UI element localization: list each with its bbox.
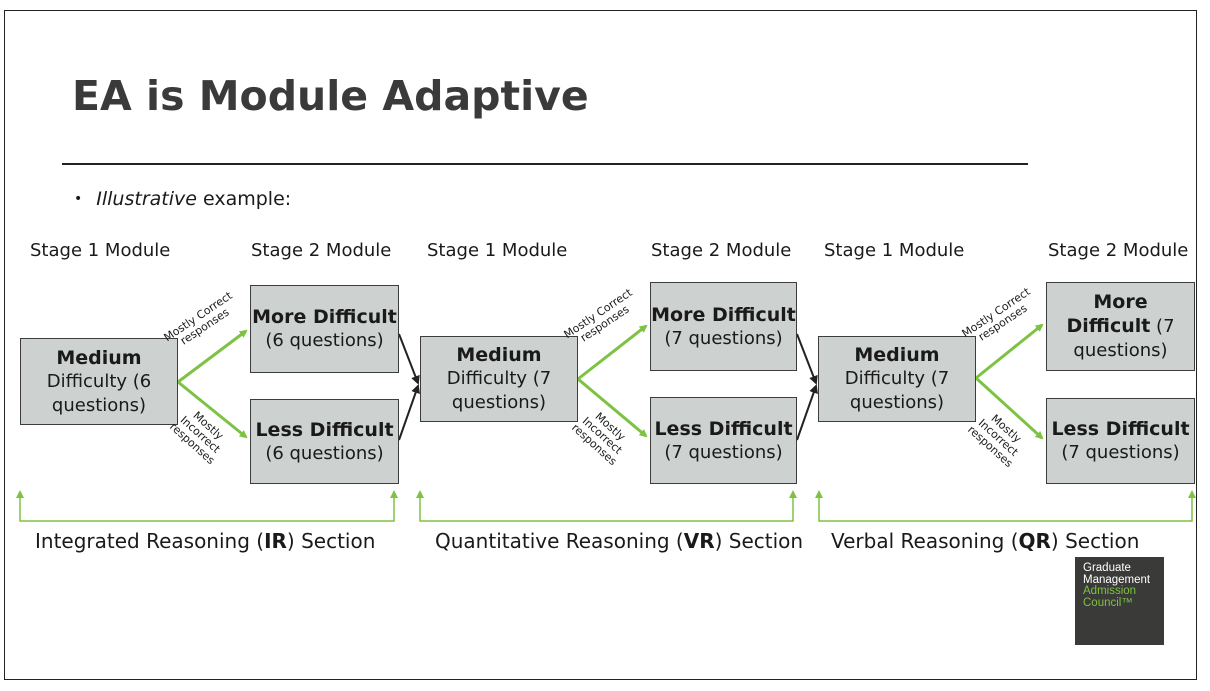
box-text: Difficult (7 (1066, 314, 1174, 339)
section-text: ) Section (1050, 529, 1140, 553)
box-text: questions) (451, 392, 547, 413)
bullet-icon: • (74, 191, 83, 207)
qr-incorrect-arrow (974, 376, 1044, 440)
vr-medium-box: Medium Difficulty (7 questions) (420, 336, 578, 422)
ir-medium-box: Medium Difficulty (6 questions) (20, 338, 178, 425)
vr-section-bracket (419, 496, 794, 522)
title-divider (62, 163, 1028, 165)
box-title: Less Difficult (255, 418, 394, 441)
section-text: ) Section (714, 529, 804, 553)
qr-more-difficult-box: More Difficult (7 questions) (1046, 282, 1195, 371)
slide-frame (4, 10, 1197, 680)
stage1-header-qr: Stage 1 Module (824, 240, 965, 261)
box-title: Less Difficult (654, 417, 793, 440)
section-abbr: QR (1018, 529, 1051, 553)
bullet-italic-text: Illustrative (96, 188, 197, 210)
section-text: ) Section (286, 529, 376, 553)
box-text: (7 (1150, 316, 1175, 337)
gmac-logo: Graduate Management Admission Council™ (1075, 557, 1164, 645)
bullet-point: • Illustrative example: (74, 188, 291, 210)
section-text: Verbal Reasoning ( (831, 529, 1019, 553)
box-text: (6 questions) (265, 330, 384, 351)
ir-section-bracket (19, 496, 395, 522)
stage1-header-vr: Stage 1 Module (427, 240, 568, 261)
section-abbr: VR (683, 529, 715, 553)
box-text: (7 questions) (664, 327, 783, 349)
qr-section-label: Verbal Reasoning (QR) Section (831, 529, 1139, 553)
box-text: Difficulty (7 (446, 368, 552, 389)
stage2-header-vr: Stage 2 Module (651, 240, 792, 261)
logo-text: Council™ (1083, 596, 1133, 609)
qr-medium-box: Medium Difficulty (7 questions) (818, 336, 976, 422)
ir-more-difficult-box: More Difficult (6 questions) (250, 285, 399, 373)
box-text: (7 questions) (664, 441, 783, 463)
stage2-header-qr: Stage 2 Module (1048, 240, 1189, 261)
qr-section-bracket (818, 496, 1193, 522)
qr-correct-arrow (975, 323, 1044, 380)
box-text: questions) (849, 392, 945, 413)
logo-text: Graduate (1083, 562, 1131, 574)
box-text: (7 questions) (1061, 442, 1180, 463)
vr-incorrect-arrow (577, 377, 648, 438)
logo-text: Management (1083, 573, 1151, 586)
box-text: questions) (51, 394, 147, 416)
box-title: Difficult (1066, 315, 1151, 337)
ir-less-to-vr-arrow (398, 384, 420, 441)
vr-more-difficult-box: More Difficult (7 questions) (650, 282, 797, 371)
ir-less-difficult-box: Less Difficult (6 questions) (250, 399, 399, 484)
box-text: Difficulty (6 (46, 370, 152, 392)
stage2-header-ir: Stage 2 Module (251, 240, 392, 261)
vr-correct-arrow (577, 324, 648, 381)
ir-section-label: Integrated Reasoning (IR) Section (35, 529, 375, 553)
ir-more-to-vr-arrow (398, 333, 420, 385)
ir-incorrect-arrow (177, 380, 248, 439)
section-abbr: IR (264, 529, 287, 553)
box-text: questions) (1073, 340, 1168, 361)
box-title: Less Difficult (1051, 418, 1190, 440)
box-title: Medium (56, 346, 142, 369)
logo-text: Admission (1083, 585, 1137, 597)
vr-more-to-qr-arrow (796, 333, 818, 385)
box-title: Medium (854, 344, 940, 366)
bullet-text: example: (196, 188, 292, 210)
qr-less-difficult-box: Less Difficult (7 questions) (1046, 398, 1195, 484)
box-title: Medium (456, 344, 542, 366)
vr-section-label: Quantitative Reasoning (VR) Section (435, 529, 803, 553)
vr-less-to-qr-arrow (796, 384, 818, 441)
stage1-header-ir: Stage 1 Module (30, 240, 171, 261)
box-text: Difficulty (7 (844, 368, 950, 389)
vr-less-difficult-box: Less Difficult (7 questions) (650, 397, 797, 484)
ir-correct-arrow (177, 329, 248, 384)
box-title: More Difficult (252, 306, 397, 328)
section-text: Integrated Reasoning ( (35, 529, 265, 553)
box-title: More Difficult (651, 303, 796, 326)
box-title: More (1093, 291, 1148, 313)
box-text: (6 questions) (265, 442, 384, 464)
slide-title: EA is Module Adaptive (72, 72, 589, 120)
section-text: Quantitative Reasoning ( (435, 529, 684, 553)
